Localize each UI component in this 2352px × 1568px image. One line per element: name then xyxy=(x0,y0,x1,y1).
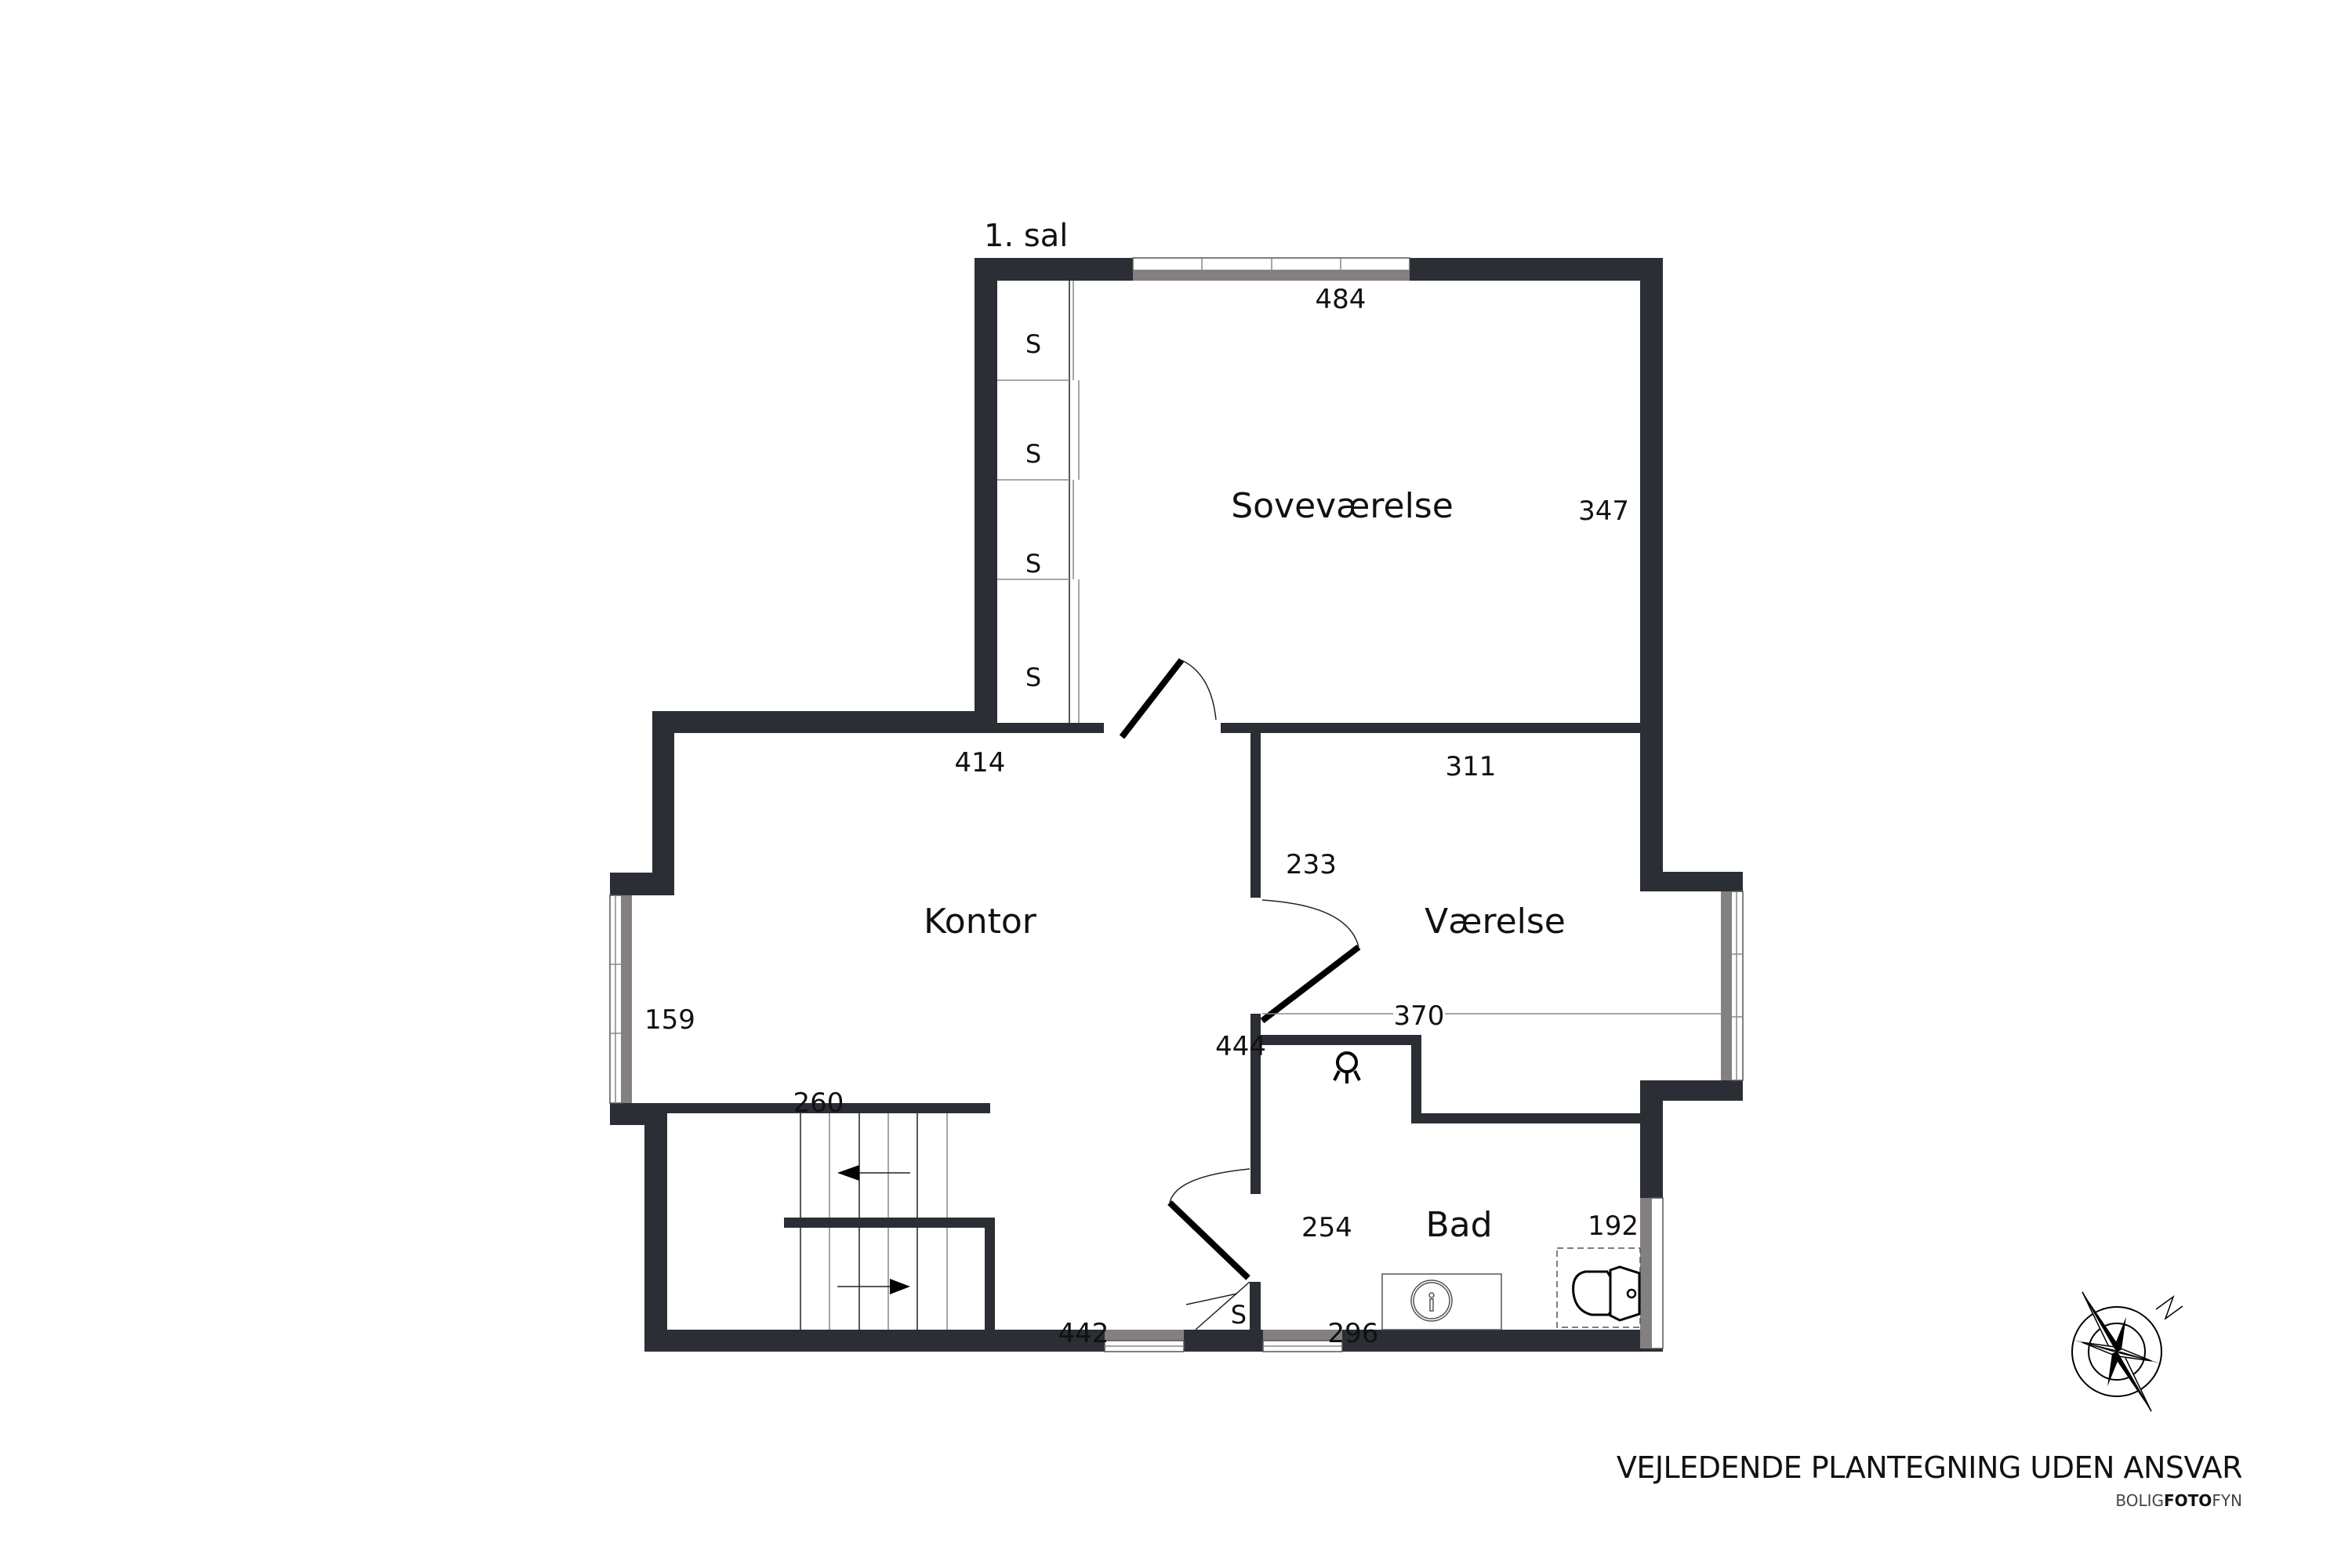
toilet-icon xyxy=(1556,1247,1641,1328)
dimension-label: 260 xyxy=(793,1087,844,1119)
dimension-label: 414 xyxy=(955,747,1006,779)
dimension-label: 442 xyxy=(1058,1318,1109,1349)
doors: S xyxy=(1119,658,1361,1330)
dimension-label: 192 xyxy=(1588,1210,1639,1242)
room-label-vaerelse: Værelse xyxy=(1425,902,1566,942)
dimension-label: 233 xyxy=(1286,849,1337,880)
closet-label: S xyxy=(1025,549,1041,579)
footer: VEJLEDENDE PLANTEGNING UDEN ANSVAR BOLIG… xyxy=(1616,1450,2243,1510)
brand-prefix: BOLIG xyxy=(2115,1491,2164,1510)
closet-label: S xyxy=(1025,329,1041,359)
room-label-sovevaerelse: Soveværelse xyxy=(1231,486,1454,526)
floor-title: 1. sal xyxy=(984,218,1068,254)
sink-icon xyxy=(1381,1273,1502,1330)
dimension-label: 254 xyxy=(1301,1212,1352,1243)
brand-suffix: FYN xyxy=(2212,1491,2242,1510)
closet-label: S xyxy=(1025,439,1041,469)
dimension-label: 444 xyxy=(1215,1031,1266,1062)
compass-rose-icon xyxy=(2071,1291,2183,1412)
dimension-label: 484 xyxy=(1316,284,1367,315)
closet-label: S xyxy=(1231,1300,1247,1330)
windows xyxy=(609,257,1744,1352)
closet-label: S xyxy=(1025,662,1041,692)
walls xyxy=(610,258,1743,1352)
arrow-right-icon xyxy=(890,1279,910,1294)
stairs xyxy=(800,1113,948,1330)
arrow-left-icon xyxy=(837,1165,859,1181)
dimension-label: 159 xyxy=(644,1004,695,1036)
ceiling-light-icon xyxy=(1333,1051,1361,1083)
brand-bold: FOTO xyxy=(2164,1491,2212,1510)
room-label-kontor: Kontor xyxy=(924,902,1037,942)
room-label-bad: Bad xyxy=(1425,1205,1492,1245)
dimension-label: 370 xyxy=(1394,1000,1445,1032)
brand-logo: BOLIGFOTOFYN xyxy=(1617,1491,2242,1510)
wardrobes: S S S S xyxy=(997,281,1080,723)
north-indicator-icon xyxy=(2155,1294,2183,1321)
disclaimer-text: VEJLEDENDE PLANTEGNING UDEN ANSVAR xyxy=(1616,1450,2243,1485)
dimension-label: 296 xyxy=(1328,1318,1379,1349)
dimension-label: 347 xyxy=(1578,495,1629,527)
dimension-label: 311 xyxy=(1446,751,1497,782)
